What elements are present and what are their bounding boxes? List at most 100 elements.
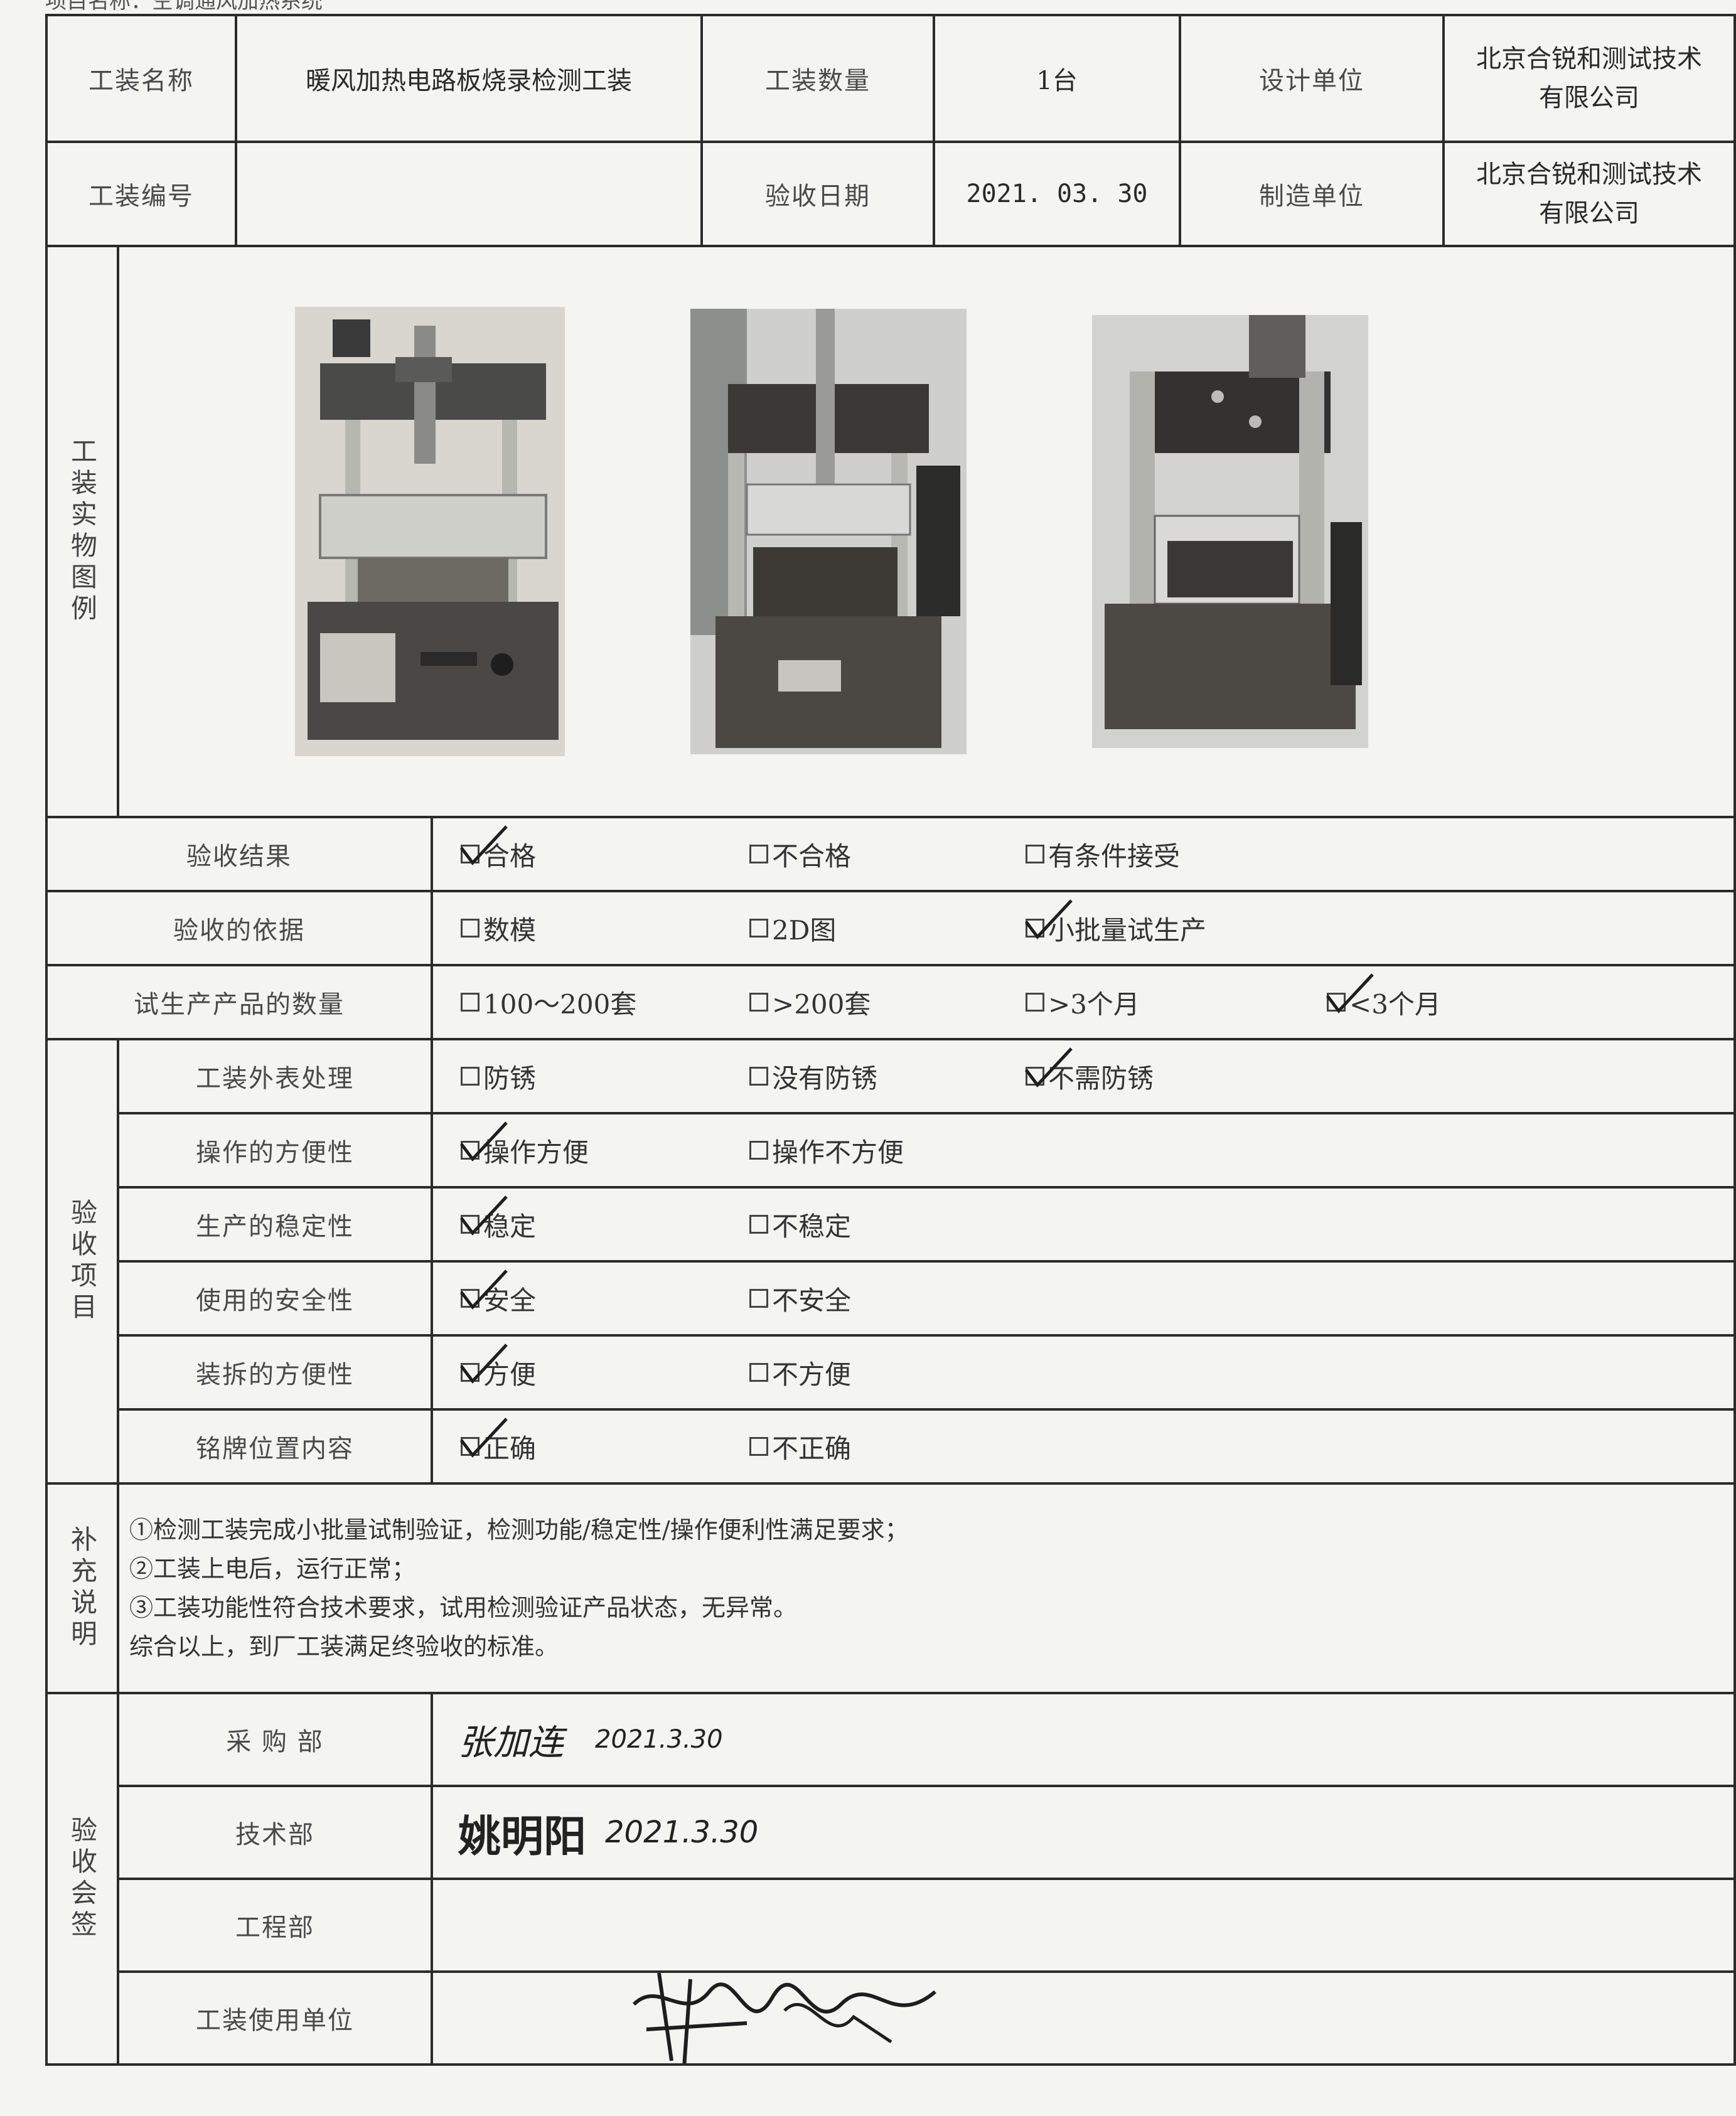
handwritten-check-icon <box>460 1269 508 1310</box>
checkbox-icon[interactable] <box>749 919 768 938</box>
item-options-3: 安全不安全 <box>434 1264 1732 1333</box>
option[interactable]: 数模 <box>461 909 749 948</box>
checked-box-icon[interactable] <box>460 825 508 865</box>
checkbox-icon[interactable] <box>461 919 480 938</box>
signoff-dept-3: 工装使用单位 <box>117 1970 433 2066</box>
quantity-value: 1台 <box>933 14 1181 143</box>
checked-box-icon[interactable] <box>460 1121 508 1162</box>
item-label-2: 生产的稳定性 <box>117 1186 433 1263</box>
signoff-sign-cell-2 <box>431 1878 1736 1973</box>
basis-label: 验收的依据 <box>45 890 433 966</box>
option-label: 不合格 <box>772 840 852 872</box>
trial-qty-row: 试生产产品的数量 100～200套>200套>3个月<3个月 <box>45 964 1736 1040</box>
item-options-5: 正确不正确 <box>434 1412 1732 1481</box>
option-label: 合格 <box>483 840 537 872</box>
note-line-2: ③工装功能性符合技术要求，试用检测验证产品状态，无异常。 <box>129 1594 798 1622</box>
photos-label: 工装实物图例 <box>67 437 98 626</box>
option[interactable]: <3个月 <box>1326 973 1578 1022</box>
option[interactable]: >3个月 <box>1026 983 1327 1022</box>
option[interactable]: 没有防锈 <box>749 1057 1026 1096</box>
checked-box-icon[interactable] <box>460 1195 508 1236</box>
option[interactable]: 操作不方便 <box>749 1131 1026 1170</box>
item-label-0: 工装外表处理 <box>117 1038 433 1114</box>
option[interactable]: 方便 <box>460 1344 749 1392</box>
item-options-4: 方便不方便 <box>434 1338 1732 1407</box>
checked-box-icon[interactable] <box>1025 1047 1073 1087</box>
handwritten-check-icon <box>460 825 508 865</box>
checkbox-icon[interactable] <box>749 845 768 863</box>
checkbox-icon[interactable] <box>749 1141 768 1160</box>
option[interactable]: 不正确 <box>749 1428 1026 1466</box>
acceptance-form-page: 项目名称：空调通风加热系统 工装名称 暖风加热电路板烧录检测工装 工装数量 1台… <box>45 0 1736 2116</box>
option-label: 操作方便 <box>483 1136 589 1168</box>
notes-label-cell: 补充说明 <box>45 1482 119 1694</box>
option-label: 稳定 <box>483 1210 537 1242</box>
checked-box-icon[interactable] <box>1326 973 1374 1013</box>
checkbox-icon[interactable] <box>461 1067 480 1086</box>
tool-number-value <box>235 141 703 247</box>
option-label: >3个月 <box>1048 988 1140 1020</box>
checkbox-icon[interactable] <box>749 1437 768 1456</box>
items-label: 验收项目 <box>67 1199 98 1324</box>
checkbox-icon[interactable] <box>1026 993 1044 1012</box>
item-label-5: 铭牌位置内容 <box>117 1408 433 1485</box>
checked-box-icon[interactable] <box>460 1418 508 1458</box>
fixture-photo-1 <box>295 307 565 756</box>
option[interactable]: 安全 <box>460 1269 749 1318</box>
signoff-dept-2: 工程部 <box>117 1878 433 1973</box>
option-label: 不稳定 <box>772 1210 852 1242</box>
option[interactable]: 有条件接受 <box>1026 835 1339 874</box>
mfg-unit-value: 北京合锐和测试技术有限公司 <box>1442 141 1736 247</box>
checkbox-icon[interactable] <box>461 993 480 1012</box>
signoff-dept-1: 技术部 <box>117 1785 433 1880</box>
design-unit-value: 北京合锐和测试技术有限公司 <box>1442 14 1736 143</box>
option[interactable]: 防锈 <box>461 1057 749 1096</box>
fixture-photo-3 <box>1092 315 1368 748</box>
signoff-label-cell: 验收会签 <box>45 1692 119 2066</box>
photos-label-cell: 工装实物图例 <box>45 245 119 818</box>
signoff-label: 验收会签 <box>67 1816 98 1942</box>
checkbox-icon[interactable] <box>749 1289 768 1308</box>
project-header-cut: 项目名称：空调通风加热系统 <box>45 0 323 14</box>
option[interactable]: 不需防锈 <box>1025 1047 1339 1096</box>
checkbox-icon[interactable] <box>1026 845 1044 863</box>
option[interactable]: 不方便 <box>749 1354 1026 1392</box>
checked-box-icon[interactable] <box>460 1344 508 1384</box>
signature-date-1: 2021.3.30 <box>605 1815 759 1850</box>
handwritten-check-icon <box>460 1344 508 1384</box>
option[interactable]: 100～200套 <box>461 983 749 1022</box>
notes-label: 补充说明 <box>67 1526 98 1651</box>
checkbox-icon[interactable] <box>749 1067 768 1086</box>
scribble-signature <box>632 1974 936 2062</box>
checkbox-icon[interactable] <box>749 993 768 1012</box>
trial-qty-options: 100～200套>200套 >3个月 <3个月 <box>434 968 1732 1037</box>
photos-cell <box>117 245 1736 818</box>
handwritten-check-icon <box>1326 973 1374 1013</box>
option[interactable]: 不安全 <box>749 1280 1026 1318</box>
note-line-1: ②工装上电后，运行正常； <box>129 1555 416 1583</box>
result-label: 验收结果 <box>45 816 433 892</box>
quantity-label: 工装数量 <box>700 14 935 143</box>
option[interactable]: 不稳定 <box>749 1205 1026 1244</box>
signoff-sign-cell-0: 张加连 2021.3.30 <box>431 1692 1736 1787</box>
option[interactable]: 2D图 <box>749 909 1026 948</box>
option-label: 小批量试生产 <box>1048 914 1207 946</box>
tool-name-label: 工装名称 <box>45 14 237 143</box>
option[interactable]: >200套 <box>749 983 1026 1022</box>
option[interactable]: 不合格 <box>749 835 1026 874</box>
notes-list: ①检测工装完成小批量试制验证，检测功能/稳定性/操作便利性满足要求； ②工装上电… <box>121 1498 1732 1679</box>
checkbox-icon[interactable] <box>749 1363 768 1382</box>
option[interactable]: 正确 <box>460 1418 749 1466</box>
checkbox-icon[interactable] <box>749 1215 768 1234</box>
option[interactable]: 稳定 <box>460 1195 749 1244</box>
item-label-3: 使用的安全性 <box>117 1260 433 1337</box>
option-label: 数模 <box>483 914 537 946</box>
item-label-1: 操作的方便性 <box>117 1112 433 1189</box>
checked-box-icon[interactable] <box>1025 899 1073 939</box>
photo-strip <box>121 248 1732 815</box>
option[interactable]: 操作方便 <box>460 1121 749 1170</box>
option-label: 不正确 <box>772 1433 852 1464</box>
checked-box-icon[interactable] <box>460 1269 508 1310</box>
option[interactable]: 小批量试生产 <box>1025 899 1339 948</box>
option[interactable]: 合格 <box>460 825 749 874</box>
